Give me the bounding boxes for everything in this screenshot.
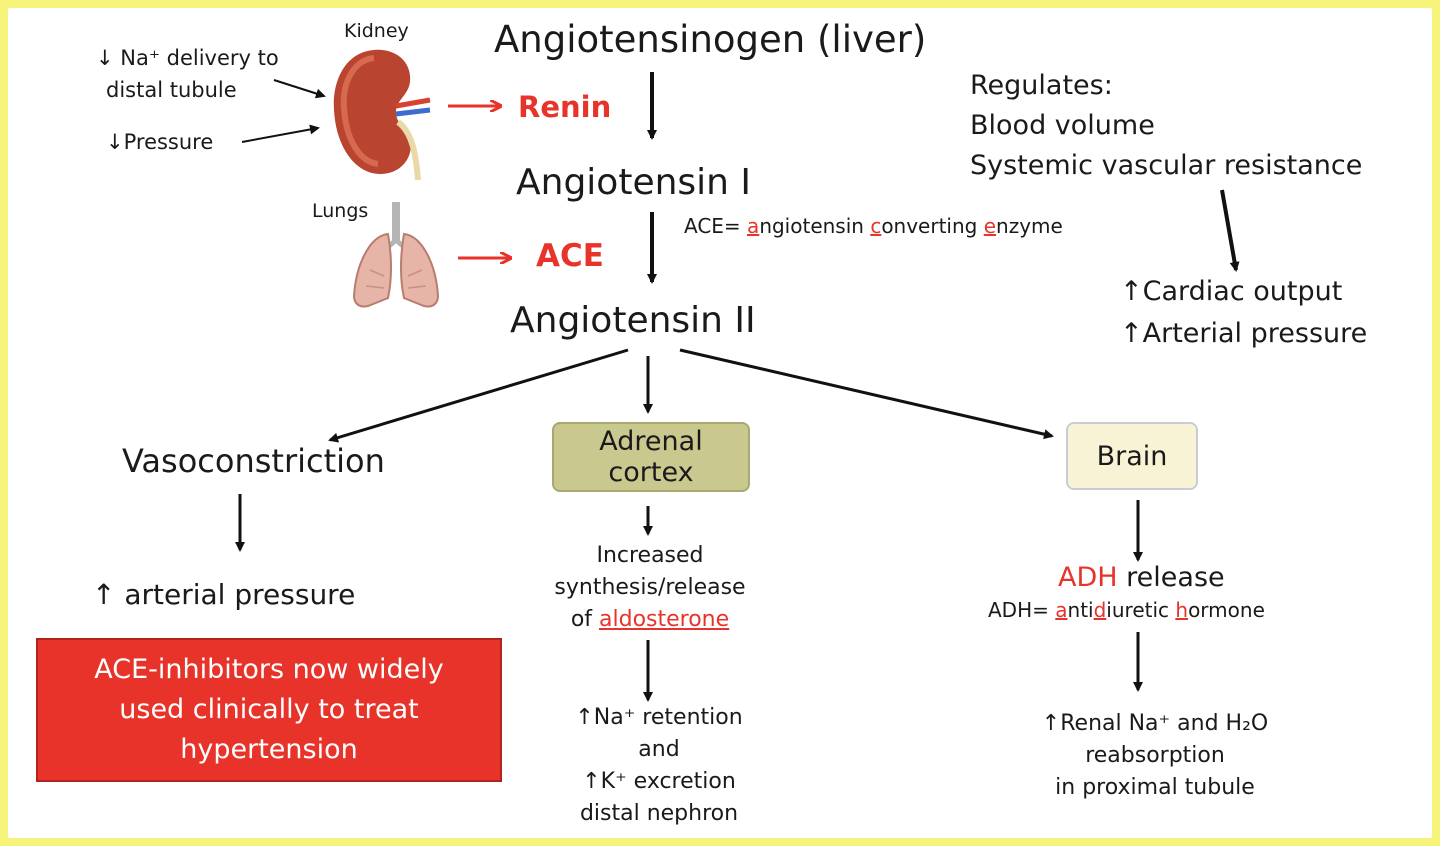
aldosterone-result-line2: and [638, 737, 680, 762]
kidney-label: Kidney [344, 20, 409, 42]
lungs-icon [352, 202, 440, 308]
arrow-aii-to-vasoconstriction [328, 348, 629, 443]
na-delivery-label-line1: ↓ Na⁺ delivery to [96, 46, 279, 70]
arterial-pressure-output-label: ↑Arterial pressure [1120, 318, 1368, 349]
ace-inhibitor-callout: ACE-inhibitors now widely used clinicall… [36, 638, 502, 782]
aldosterone-result-line4: distal nephron [579, 801, 739, 826]
lungs-label: Lungs [312, 200, 369, 222]
aldosterone-step-line2: synthesis/release [554, 575, 746, 600]
adrenal-box-line1: Adrenal [599, 426, 703, 457]
arrow-aii-to-brain [679, 348, 1054, 440]
angiotensinogen-label: Angiotensinogen (liver) [494, 18, 927, 61]
callout-line-2: used clinically to treat [119, 694, 419, 725]
aldosterone-step: Increased synthesis/release of aldostero… [548, 540, 752, 636]
angiotensin-ii-label: Angiotensin II [510, 300, 756, 341]
adh-result: ↑Renal Na⁺ and H₂O reabsorption in proxi… [1030, 708, 1280, 804]
regulates-svr: Systemic vascular resistance [970, 150, 1363, 181]
adh-result-line3: in proximal tubule [1055, 775, 1255, 800]
cardiac-output-label: ↑Cardiac output [1120, 276, 1343, 307]
kidney-icon [333, 49, 431, 180]
adh-result-line2: reabsorption [1085, 743, 1225, 768]
arrow-regulates-to-output [1220, 189, 1240, 272]
adh-result-line1: ↑Renal Na⁺ and H₂O [1041, 711, 1269, 736]
regulates-blood-volume: Blood volume [970, 110, 1155, 141]
vasoconstriction-label: Vasoconstriction [122, 442, 385, 480]
renin-label: Renin [518, 90, 612, 124]
aldosterone-result-line1: ↑Na⁺ retention [575, 705, 743, 730]
adh-definition: ADH= antidiuretic hormone [988, 598, 1265, 622]
ace-definition: ACE= angiotensin converting enzyme [684, 214, 1063, 238]
callout-line-1: ACE-inhibitors now widely [94, 654, 444, 685]
angiotensin-i-label: Angiotensin I [516, 162, 752, 203]
arrow-na-to-kidney [273, 79, 326, 99]
brain-box: Brain [1066, 422, 1198, 490]
adh-release-label: ADH release [1058, 562, 1225, 593]
adrenal-cortex-box: Adrenal cortex [552, 422, 750, 492]
aldosterone-step-line1: Increased [596, 543, 704, 568]
callout-line-3: hypertension [180, 734, 358, 765]
pressure-label: ↓Pressure [106, 130, 214, 154]
na-delivery-label-line2: distal tubule [106, 78, 237, 102]
aldosterone-word: aldosterone [599, 607, 730, 632]
brain-box-label: Brain [1096, 440, 1168, 472]
adrenal-box-line2: cortex [608, 457, 694, 488]
arterial-pressure-result: ↑ arterial pressure [92, 578, 356, 611]
aldosterone-step-line3: of aldosterone [570, 607, 730, 632]
aldosterone-result-line3: ↑K⁺ excretion [582, 769, 736, 794]
arrow-pressure-to-kidney [241, 124, 320, 143]
regulates-heading: Regulates: [970, 70, 1113, 101]
ace-label: ACE [536, 238, 604, 274]
aldosterone-result: ↑Na⁺ retention and ↑K⁺ excretion distal … [556, 702, 762, 830]
